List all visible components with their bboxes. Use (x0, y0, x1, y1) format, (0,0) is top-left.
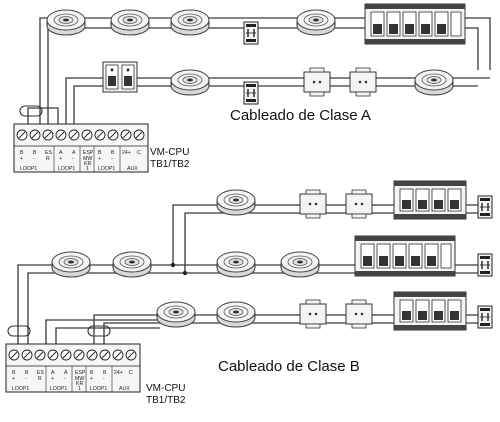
class-a-device-row-2 (102, 61, 454, 105)
terminal-extra: KR (84, 161, 91, 167)
terminal-extra2: 1 (78, 386, 81, 392)
multi-module-icon (354, 235, 456, 277)
group-label: AUX (127, 166, 138, 172)
terminal-label: C (129, 370, 133, 376)
terminal-label: A (64, 370, 68, 376)
terminal-sub: - (111, 156, 113, 162)
terminal-sub: + (90, 376, 93, 382)
class-b-title: Cableado de Clase B (218, 358, 360, 375)
terminal-sub: - (103, 376, 105, 382)
terminal-label: ES (37, 370, 44, 376)
smoke-detector-icon (110, 9, 150, 36)
smoke-detector-icon (51, 251, 91, 278)
terminal-label: C (137, 150, 141, 156)
terminal-sub: R (46, 156, 50, 162)
terminal-label: ES (45, 150, 52, 156)
relay-module-icon (477, 305, 493, 329)
cable-tie-icon (7, 325, 31, 337)
multi-module-icon (393, 291, 467, 331)
class-b-panel-terminal: TB1/TB2 (146, 395, 186, 406)
smoke-detector-icon (156, 301, 196, 328)
class-a-title: Cableado de Clase A (230, 107, 371, 124)
terminal-label: A (59, 150, 63, 156)
din-module-icon (303, 67, 331, 97)
smoke-detector-icon (216, 189, 256, 216)
terminal-label: 24+ (114, 370, 123, 376)
multi-module-icon (364, 3, 466, 45)
terminal-label: B (103, 370, 107, 376)
terminal-sub: - (33, 156, 35, 162)
terminal-sub: + (51, 376, 54, 382)
terminal-sub: + (12, 376, 15, 382)
class-b-terminal-labels: B B ES A A ESP B B 24+ C + - R + - MW + … (12, 370, 133, 392)
din-module-icon (102, 61, 138, 93)
terminal-sub: MW (83, 156, 92, 162)
terminal-sub: - (25, 376, 27, 382)
terminal-label: ESP (75, 370, 86, 376)
cable-tie-icon (87, 325, 111, 337)
relay-module-icon (477, 195, 493, 219)
smoke-detector-icon (170, 69, 210, 96)
smoke-detector-icon (296, 9, 336, 36)
relay-module-icon (243, 21, 259, 45)
terminal-sub: + (59, 156, 62, 162)
terminal-block-class-b (5, 343, 141, 393)
terminal-extra2: 1 (86, 166, 89, 172)
terminal-label: B (90, 370, 94, 376)
terminal-label: B (111, 150, 115, 156)
group-label: LOOP1 (58, 166, 75, 172)
smoke-detector-icon (46, 9, 86, 36)
terminal-sub: - (64, 376, 66, 382)
terminal-label: A (51, 370, 55, 376)
terminal-label: B (98, 150, 102, 156)
group-label: LOOP1 (98, 166, 115, 172)
din-module-icon (299, 299, 327, 329)
terminal-label: B (20, 150, 24, 156)
terminal-label: B (33, 150, 37, 156)
smoke-detector-icon (112, 251, 152, 278)
cable-tie-icon (19, 105, 43, 117)
smoke-detector-icon (216, 301, 256, 328)
smoke-detector-icon (280, 251, 320, 278)
din-module-icon (345, 189, 373, 219)
terminal-label: B (12, 370, 16, 376)
class-b-panel-name: VM-CPU (146, 383, 185, 394)
class-a-terminal-labels: B B ES A A ESP B B 24+ C + - R + - MW + … (20, 150, 141, 172)
group-label: LOOP1 (12, 386, 29, 392)
terminal-label: A (72, 150, 76, 156)
class-a-device-row-1 (46, 3, 466, 45)
terminal-label: B (25, 370, 29, 376)
smoke-detector-icon (170, 9, 210, 36)
class-a-wiring (27, 17, 491, 125)
group-label: AUX (119, 386, 130, 392)
group-label: LOOP1 (20, 166, 37, 172)
class-b-device-row-2 (51, 235, 493, 278)
din-module-icon (349, 67, 377, 97)
class-b-device-row-3 (156, 291, 493, 331)
relay-module-icon (243, 81, 259, 105)
class-a-panel-terminal: TB1/TB2 (150, 159, 190, 170)
multi-module-icon (393, 180, 467, 220)
din-module-icon (345, 299, 373, 329)
relay-module-icon (477, 253, 493, 277)
terminal-label: ESP (83, 150, 94, 156)
smoke-detector-icon (414, 69, 454, 96)
terminal-sub: - (72, 156, 74, 162)
group-label: LOOP1 (90, 386, 107, 392)
terminal-sub: + (20, 156, 23, 162)
terminal-label: 24+ (122, 150, 131, 156)
din-module-icon (299, 189, 327, 219)
group-label: LOOP1 (50, 386, 67, 392)
terminal-sub: + (98, 156, 101, 162)
terminal-sub: R (38, 376, 42, 382)
terminal-extra: KR (76, 381, 83, 387)
smoke-detector-icon (216, 251, 256, 278)
terminal-block-class-a (13, 123, 149, 173)
class-a-panel-name: VM-CPU (150, 147, 189, 158)
terminal-sub: MW (75, 376, 84, 382)
